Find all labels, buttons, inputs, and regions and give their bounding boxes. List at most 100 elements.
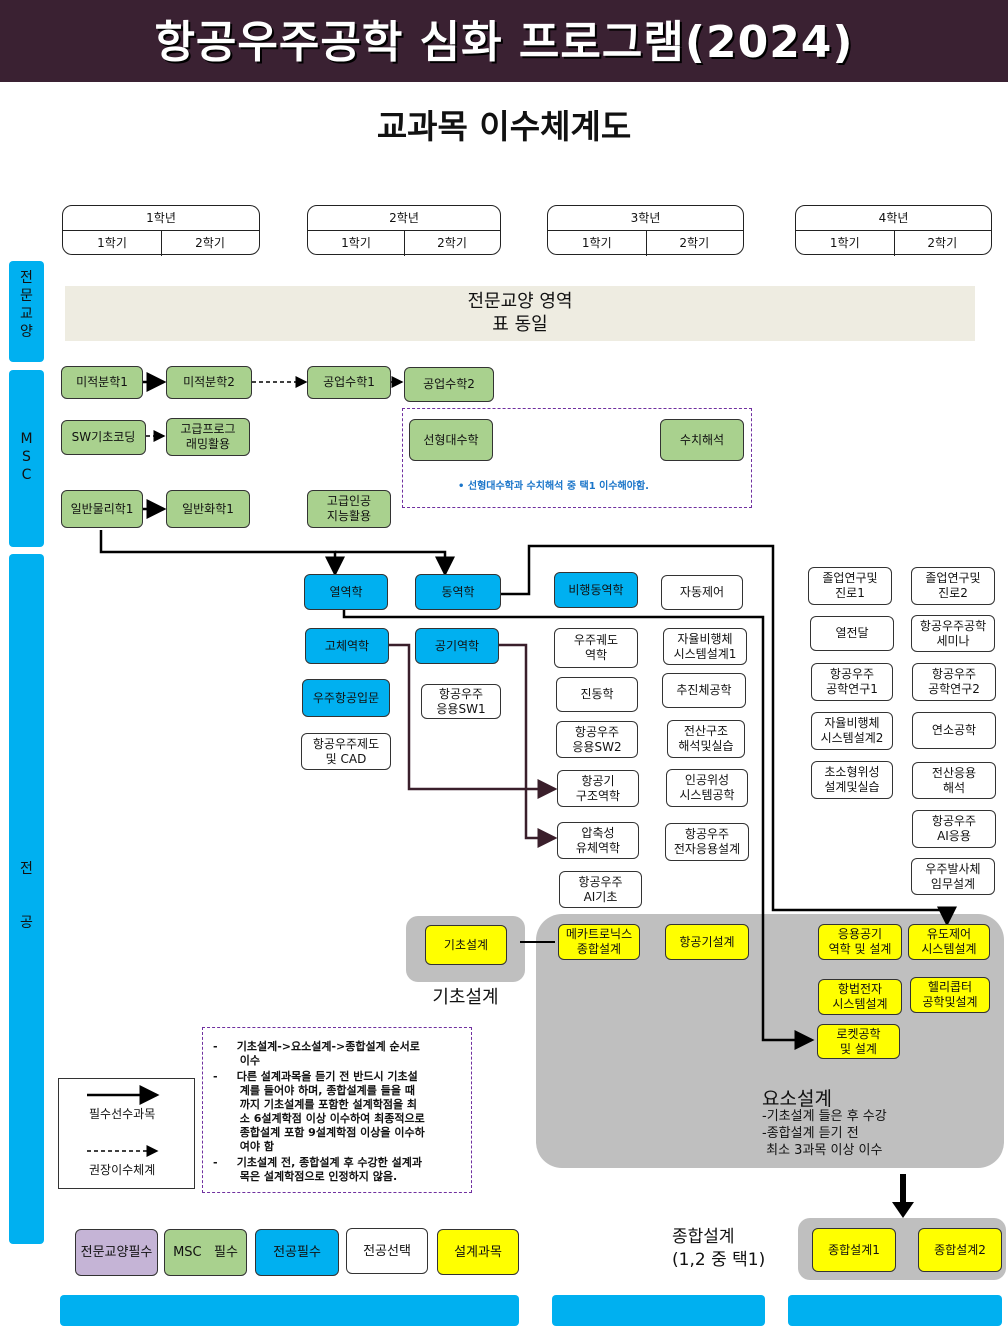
course-aero-sw1: 항공우주 응용SW1 <box>421 684 501 719</box>
legend-design-course: 설계과목 <box>437 1229 519 1275</box>
course-aero-research1: 항공우주 공학연구1 <box>811 663 893 701</box>
course-linear-algebra: 선형대수학 <box>409 419 493 461</box>
year-header-1: 1학년 1학기 2학기 <box>62 205 260 256</box>
side-band-msc: M S C <box>9 370 44 547</box>
arrow-aero-compress <box>499 643 558 848</box>
course-engmath1: 공업수학1 <box>307 366 391 399</box>
element-design-note3: 최소 3과목 이상 이수 <box>762 1143 883 1158</box>
course-orbital: 우주궤도 역학 <box>554 628 638 668</box>
course-heat-transfer: 열전달 <box>810 616 894 651</box>
legend-required-label: 필수선수과목 <box>89 1107 156 1121</box>
course-chem1: 일반화학1 <box>166 490 250 528</box>
semester-label: 1학기 <box>308 230 405 256</box>
course-dynamics: 동역학 <box>415 574 501 610</box>
element-design-note1: -기초설계 들은 후 수강 <box>762 1109 887 1124</box>
semester-label: 2학기 <box>645 230 743 256</box>
legend-major-required: 전공필수 <box>255 1229 339 1276</box>
course-cfd: 전산응용 해석 <box>912 762 996 799</box>
element-design-title: 요소설계 <box>762 1088 832 1110</box>
course-adv-ai: 고급인공 지능활용 <box>307 490 391 528</box>
course-intro-aero: 우주항공입문 <box>302 679 390 717</box>
course-auto-control: 자동제어 <box>661 575 743 610</box>
design-rule-1: - 기초설계->요소설계->종합설계 순서로 이수 <box>213 1040 420 1067</box>
side-label-major: 전 공 <box>20 861 33 931</box>
side-band-major: 전 공 <box>9 554 44 1244</box>
course-aero-ai-app: 항공우주 AI응용 <box>912 810 996 848</box>
capstone-label: 종합설계 <box>672 1227 735 1247</box>
capstone-arrow-head <box>892 1202 914 1218</box>
course-grad-research1: 졸업연구및 진로1 <box>808 567 892 605</box>
year-header-4: 4학년 1학기 2학기 <box>795 205 992 256</box>
bottom-bar-1 <box>60 1295 519 1326</box>
course-rocket: 로켓공학 및 설계 <box>817 1024 900 1059</box>
course-numerical: 수치해석 <box>660 419 744 461</box>
course-satellite: 인공위성 시스템공학 <box>666 769 748 807</box>
course-avionics-design: 항공우주 전자응용설계 <box>665 823 749 861</box>
arrow-thermo <box>99 530 345 577</box>
elective-group-box <box>402 408 752 508</box>
page-subtitle: 교과목 이수체계도 <box>376 107 632 146</box>
gened-area-line2: 표 동일 <box>492 314 548 335</box>
side-label-gened: 전 문 교 양 <box>20 270 33 340</box>
course-basic-design: 기초설계 <box>425 925 507 965</box>
legend-major-elective: 전공선택 <box>346 1228 428 1274</box>
course-sw-coding: SW기초코딩 <box>61 420 146 455</box>
course-adv-prog: 고급프로그 래밍활용 <box>166 418 250 456</box>
course-thermo: 열역학 <box>304 574 388 610</box>
course-auto-vehicle1: 자율비행체 시스템설계1 <box>663 628 747 665</box>
course-aero-ai-basic: 항공우주 AI기초 <box>559 871 642 908</box>
semester-label: 1학기 <box>63 230 162 256</box>
course-comp-struct: 전산구조 해석및실습 <box>667 720 745 758</box>
semester-label: 2학기 <box>161 230 259 256</box>
design-rules-box: - 기초설계->요소설계->종합설계 순서로 이수 - 다른 설계과목을 듣기 … <box>202 1027 472 1193</box>
arrow-legend: 필수선수과목 권장이수체계 <box>58 1078 195 1189</box>
semester-label: 1학기 <box>548 230 647 256</box>
course-capstone1: 종합설계1 <box>812 1228 896 1272</box>
semester-label: 1학기 <box>796 230 895 256</box>
year-label: 3학년 <box>630 211 661 225</box>
semester-label: 2학기 <box>404 230 500 256</box>
course-calc2: 미적분학2 <box>166 366 252 399</box>
course-compressible: 압축성 유체역학 <box>557 822 639 859</box>
element-design-note2: -종합설계 듣기 전 <box>762 1126 859 1141</box>
elective-note: • 선형대수학과 수치해석 중 택1 이수해야함. <box>458 481 649 492</box>
course-flight-dyn: 비행동역학 <box>554 572 638 608</box>
arrow-dyn-guidance <box>501 544 957 927</box>
course-aircraft-struct: 항공기 구조역학 <box>557 770 639 807</box>
course-combustion: 연소공학 <box>912 712 996 749</box>
year-label: 2학년 <box>389 211 419 225</box>
design-rule-2: - 다른 설계과목을 듣기 전 반드시 기초설 계를 들어야 하며, 종합설계를… <box>213 1070 425 1153</box>
side-label-msc: M S C <box>20 431 33 483</box>
course-aircraft-design: 항공기설계 <box>665 924 749 960</box>
course-mechatronics: 메카트로닉스 종합설계 <box>558 924 640 960</box>
design-rule-3: - 기초설계 전, 종합설계 후 수강한 설계과 목은 설계학점으로 인정하지 … <box>213 1156 422 1183</box>
course-avionics-sys: 항법전자 시스템설계 <box>818 979 902 1015</box>
course-small-sat: 초소형위성 설계및실습 <box>811 761 893 799</box>
gened-area-line1: 전문교양 영역 <box>467 291 573 312</box>
side-band-gened: 전 문 교 양 <box>9 261 44 362</box>
course-helicopter: 헬리콥터 공학및설계 <box>910 977 990 1013</box>
course-aero-research2: 항공우주 공학연구2 <box>912 663 996 701</box>
course-aerodynamics: 공기역학 <box>415 628 499 664</box>
year-header-3: 3학년 1학기 2학기 <box>547 205 744 256</box>
course-drawing-cad: 항공우주제도 및 CAD <box>301 733 391 770</box>
course-auto-vehicle2: 자율비행체 시스템설계2 <box>811 712 893 750</box>
arrow-dyn <box>335 550 455 577</box>
semester-label: 2학기 <box>893 230 991 256</box>
course-solid-mech: 고체역학 <box>305 628 389 664</box>
year-label: 1학년 <box>146 211 176 225</box>
page-title: 항공우주공학 심화 프로그램(2024) <box>154 17 854 68</box>
title-banner <box>0 0 1008 82</box>
course-engmath2: 공업수학2 <box>404 367 494 402</box>
course-physics1: 일반물리학1 <box>61 490 143 528</box>
arrow-solid-struct <box>389 643 558 799</box>
course-launch-vehicle: 우주발사체 임무설계 <box>911 858 995 895</box>
course-aero-sw2: 항공우주 응용SW2 <box>556 721 638 758</box>
course-capstone2: 종합설계2 <box>918 1228 1002 1272</box>
year-label: 4학년 <box>878 211 909 225</box>
arrow-thermo-rocket <box>342 610 815 1050</box>
legend-gened-required: 전문교양필수 <box>75 1229 158 1276</box>
course-vibration: 진동학 <box>556 677 638 712</box>
course-guidance: 유도제어 시스템설계 <box>908 924 990 960</box>
